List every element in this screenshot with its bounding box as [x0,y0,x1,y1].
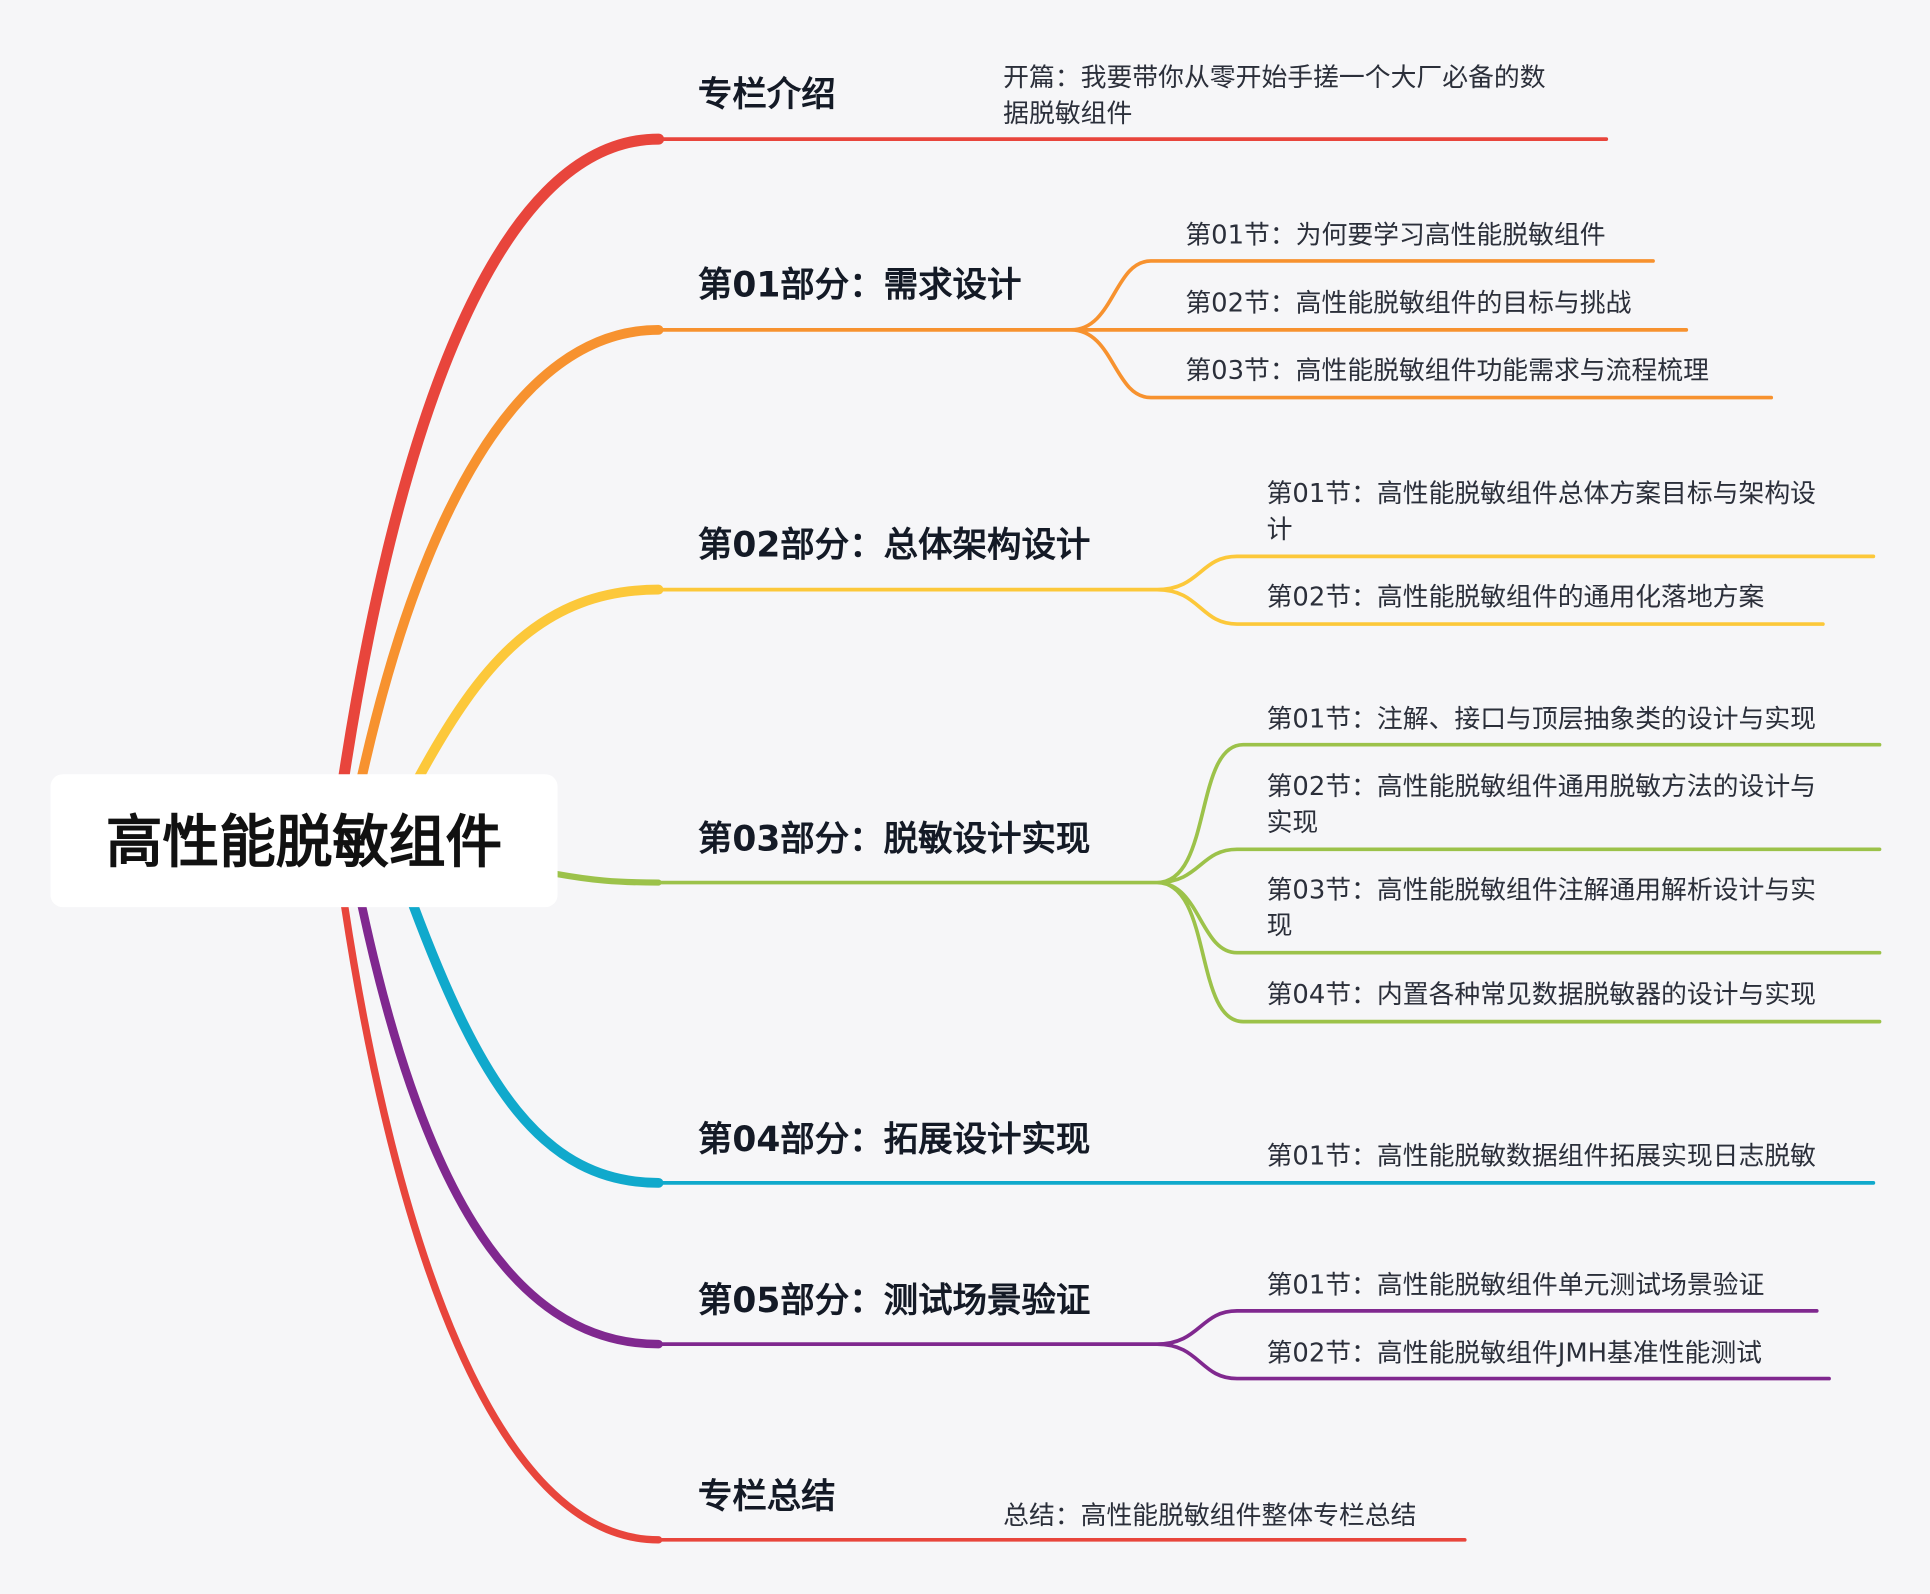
branch-summary[interactable]: 专栏总结 [698,1477,836,1517]
root-node[interactable] [50,774,558,908]
leaf-p2-1-cont[interactable]: 计 [1267,515,1293,545]
trunk-summary [340,902,663,1544]
trunks [336,133,665,1544]
leaf-p5-1[interactable]: 第01节：高性能脱敏组件单元测试场景验证 [1267,1271,1765,1301]
branch-lines [656,137,1882,1542]
leaf-p2-2[interactable]: 第02节：高性能脱敏组件的通用化落地方案 [1267,583,1765,613]
leaf-p1-3[interactable]: 第03节：高性能脱敏组件功能需求与流程梳理 [1185,356,1709,386]
trunk-p3 [553,870,662,886]
trunk-intro [336,133,665,794]
leaf-intro-1[interactable]: 开篇：我要带你从零开始手搓一个大厂必备的数 [1003,63,1546,93]
branch-p5[interactable]: 第05部分：测试场景验证 [698,1281,1090,1321]
leaf-p4-1[interactable]: 第01节：高性能脱敏数据组件拓展实现日志脱敏 [1267,1141,1816,1171]
leaf-p3-1[interactable]: 第01节：注解、接口与顶层抽象类的设计与实现 [1267,704,1816,734]
trunk-p2 [413,584,664,783]
trunk-p4 [408,901,664,1188]
branch-p4[interactable]: 第04部分：拓展设计实现 [698,1120,1090,1160]
branch-intro[interactable]: 专栏介绍 [698,75,836,115]
branch-p3[interactable]: 第03部分：脱敏设计实现 [698,820,1090,860]
leaf-p5-2[interactable]: 第02节：高性能脱敏组件JMH基准性能测试 [1267,1338,1762,1368]
trunk-p5 [357,901,663,1349]
leaf-summary-1[interactable]: 总结：高性能脱敏组件整体专栏总结 [1003,1501,1416,1531]
leaf-p3-2[interactable]: 第02节：高性能脱敏组件通用脱敏方法的设计与 [1267,772,1816,802]
leaf-intro-1-cont[interactable]: 据脱敏组件 [1003,99,1132,129]
leaf-p3-3-cont[interactable]: 现 [1267,911,1293,941]
trunk-p1 [354,324,664,793]
leaf-p3-4[interactable]: 第04节：内置各种常见数据脱敏器的设计与实现 [1267,980,1816,1010]
leaf-p2-1[interactable]: 第01节：高性能脱敏组件总体方案目标与架构设 [1267,479,1816,509]
branch-p2[interactable]: 第02部分：总体架构设计 [698,525,1090,565]
leaf-p1-1[interactable]: 第01节：为何要学习高性能脱敏组件 [1185,221,1605,251]
leaf-p3-2-cont[interactable]: 实现 [1267,808,1319,838]
branch-p1[interactable]: 第01部分：需求设计 [698,266,1022,306]
leaf-p1-2[interactable]: 第02节：高性能脱敏组件的目标与挑战 [1185,288,1631,318]
leaf-p3-3[interactable]: 第03节：高性能脱敏组件注解通用解析设计与实 [1267,876,1816,906]
root-title: 高性能脱敏组件 [106,810,502,876]
